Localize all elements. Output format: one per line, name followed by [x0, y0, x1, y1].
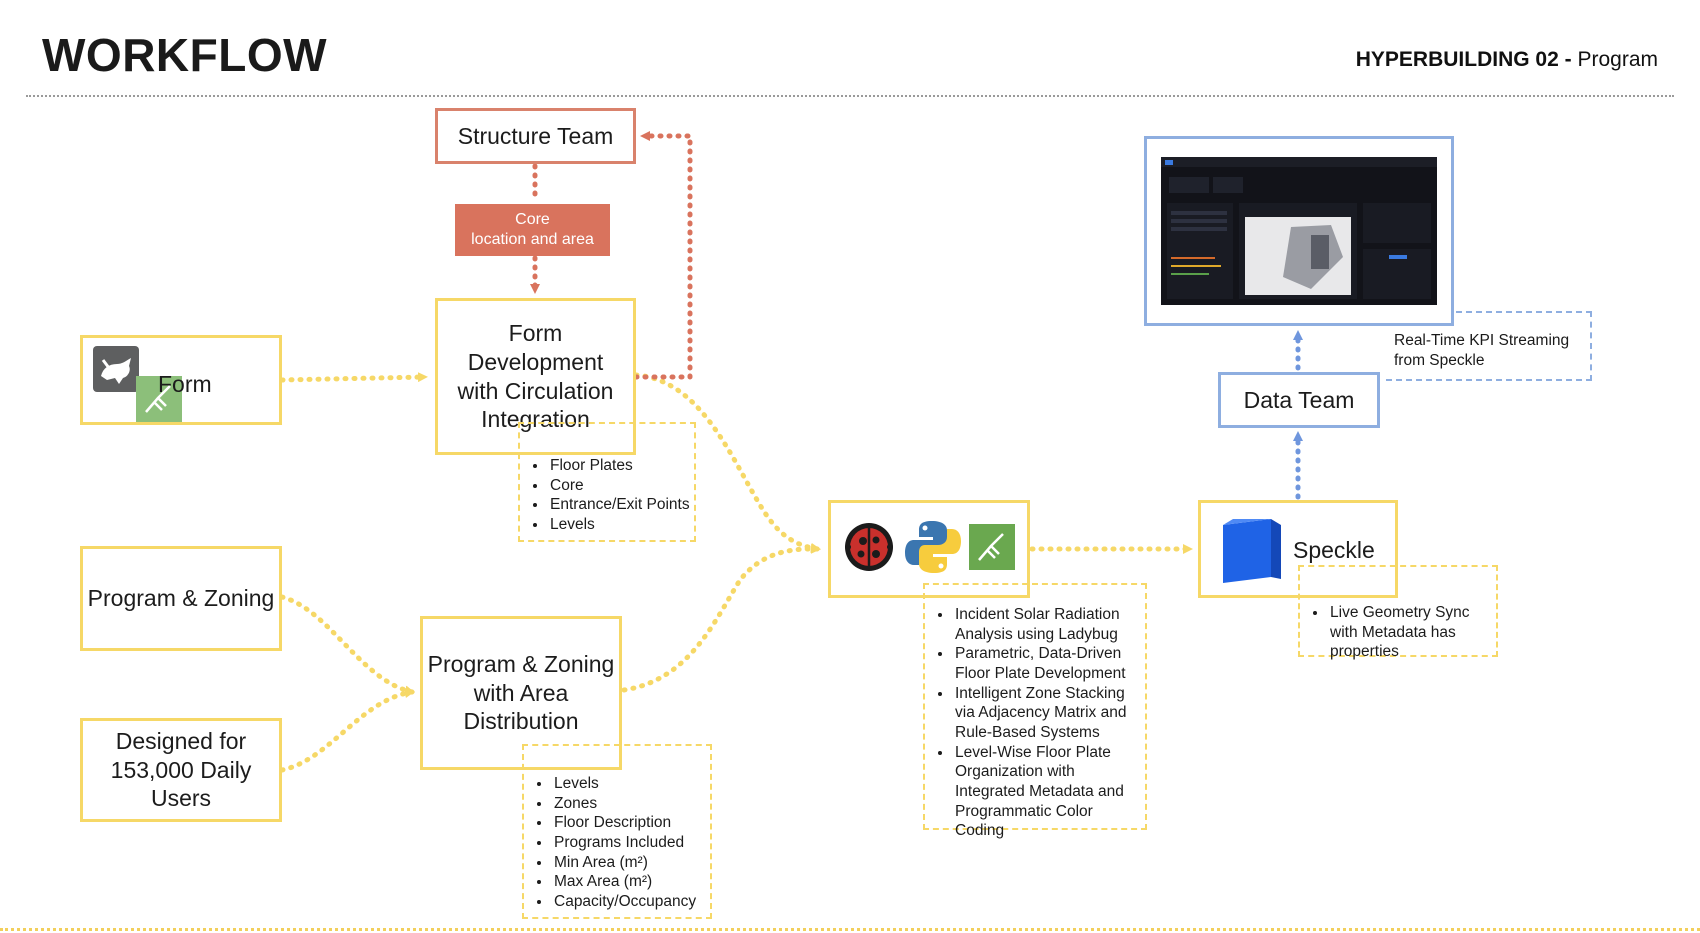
program-zoning-label: Program & Zoning [87, 585, 275, 612]
project-subtitle: HYPERBUILDING 02 - Program [1356, 48, 1658, 72]
project-name: HYPERBUILDING 02 - [1355, 48, 1572, 71]
data-team-label: Data Team [1243, 386, 1355, 413]
list-item: Core [548, 476, 694, 496]
core-location-label: Core location and area [471, 211, 594, 248]
list-item: Floor Plates [548, 456, 694, 476]
form-development-label: Form Development with Circulation Integr… [457, 320, 614, 433]
list-item: Programs Included [552, 833, 710, 853]
core-location-node: Core location and area [455, 204, 610, 256]
footer-divider [0, 928, 1700, 931]
list-item: Intelligent Zone Stacking via Adjacency … [953, 684, 1139, 743]
list-item: Live Geometry Sync with Metadata has pro… [1328, 603, 1490, 662]
list-item: Zones [552, 794, 710, 814]
list-item: Min Area (m²) [552, 853, 710, 873]
list-item: Parametric, Data-Driven Floor Plate Deve… [953, 644, 1139, 683]
structure-team-label: Structure Team [457, 122, 614, 149]
header-divider [26, 95, 1674, 97]
form-development-node: Form Development with Circulation Integr… [435, 298, 636, 455]
designed-for-node: Designed for 153,000 Daily Users [80, 718, 282, 822]
list-item: Max Area (m²) [552, 872, 710, 892]
structure-team-node: Structure Team [435, 108, 636, 164]
list-item: Entrance/Exit Points [548, 495, 694, 515]
section-name: Program [1577, 48, 1658, 71]
arrow-programzoning-to-distribution [279, 594, 415, 696]
form-development-list: Floor PlatesCoreEntrance/Exit PointsLeve… [518, 422, 696, 542]
list-item: Incident Solar Radiation Analysis using … [953, 605, 1139, 644]
grasshopper-icon [136, 376, 182, 422]
form-node: Form [80, 335, 282, 425]
speckle-label: Speckle [1293, 537, 1375, 563]
arrow-formdev-to-tools [633, 372, 821, 553]
program-distribution-list: LevelsZonesFloor DescriptionPrograms Inc… [522, 744, 712, 919]
data-team-node: Data Team [1218, 372, 1380, 428]
list-item: Level-Wise Floor Plate Organization with… [953, 743, 1139, 841]
dashboard-screenshot [1161, 157, 1437, 305]
speckle-list: Live Geometry Sync with Metadata has pro… [1298, 565, 1498, 660]
analysis-list: Incident Solar Radiation Analysis using … [923, 583, 1147, 839]
ladybug-icon [843, 521, 895, 573]
analysis-tools-node [828, 500, 1030, 598]
program-zoning-node: Program & Zoning [80, 546, 282, 651]
arrow-formdev-to-structure [633, 131, 693, 380]
list-item: Capacity/Occupancy [552, 892, 710, 912]
arrow-form-to-formdev [279, 372, 428, 383]
dashboard-frame [1144, 136, 1454, 326]
python-icon [903, 517, 963, 577]
arrow-distribution-to-tools [621, 543, 821, 693]
list-item: Levels [548, 515, 694, 535]
form-label: Form [158, 371, 212, 397]
kpi-note-text: Real-Time KPI Streaming from Speckle [1394, 332, 1570, 369]
program-distribution-label: Program & Zoning with Area Distribution [427, 650, 615, 735]
grasshopper-icon-2 [969, 524, 1015, 570]
arrow-designed-to-distribution [279, 688, 415, 773]
speckle-cube-icon [1215, 517, 1285, 585]
designed-for-label: Designed for 153,000 Daily Users [110, 727, 252, 812]
list-item: Levels [552, 774, 710, 794]
page-title: WORKFLOW [42, 29, 328, 81]
list-item: Floor Description [552, 813, 710, 833]
kpi-note: Real-Time KPI Streaming from Speckle [1386, 311, 1592, 381]
rhino-icon [93, 346, 139, 392]
